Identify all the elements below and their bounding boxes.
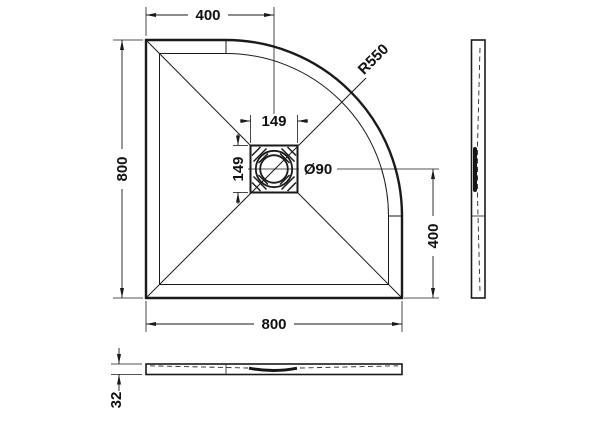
label-mask: [299, 161, 337, 177]
dim-label-waste-diameter: Ø90: [304, 161, 332, 178]
dim-label-bottom-width: 800: [261, 316, 286, 333]
dim-label-left-height: 800: [114, 156, 131, 181]
drain-gusset-top-right: [279, 146, 297, 164]
front-hidden-floor-right: [299, 365, 399, 369]
label-corner-radius: R550: [355, 41, 392, 78]
tray-outer-outline: [144, 38, 404, 300]
drain-gusset-bottom-left: [251, 174, 269, 192]
dimension-bottom-width: 800: [145, 301, 403, 333]
label-mask: [254, 317, 294, 331]
fold-line-top-left: [145, 39, 251, 146]
label-mask: [188, 8, 228, 22]
front-hidden-floor-left: [149, 365, 249, 369]
dim-label-right-height: 400: [425, 223, 442, 248]
side-view: [470, 39, 486, 299]
front-view: 32: [108, 348, 403, 408]
front-drain-recess: [248, 366, 298, 372]
dimension-waste-width: 149: [240, 113, 308, 143]
side-drain-recess: [473, 147, 477, 192]
dim-label-thickness: 32: [108, 392, 125, 409]
drain-assembly: [248, 144, 439, 194]
label-mask: [231, 151, 245, 187]
plan-view: 400 800 800 400: [113, 7, 442, 333]
drain-gusset-bottom-right: [279, 174, 297, 192]
dim-label-top-width: 400: [195, 7, 220, 24]
dimension-waste-height: 149: [230, 134, 248, 204]
dimension-left-height: 800: [113, 39, 143, 299]
dimension-top-width: 400: [145, 7, 275, 116]
label-mask: [426, 216, 440, 256]
dim-label-corner-radius: R550: [355, 41, 392, 78]
label-mask: [256, 114, 292, 128]
side-profile-outline: [470, 39, 486, 299]
dim-label-waste-height: 149: [230, 156, 247, 181]
dimension-right-height: 400: [404, 169, 442, 299]
fold-line-diagonal-radius-leader: [145, 77, 367, 299]
side-hidden-floor-line: [477, 47, 481, 293]
drain-gusset-top-left: [251, 146, 269, 164]
label-mask: [115, 149, 129, 189]
fold-line-bottom-right: [297, 192, 403, 299]
tray-inner-outline: [159, 53, 389, 285]
dimension-thickness: 32: [108, 348, 142, 408]
dim-label-waste-width: 149: [261, 113, 286, 130]
front-profile-outline: [145, 363, 403, 376]
label-waste-diameter: Ø90: [299, 161, 337, 178]
